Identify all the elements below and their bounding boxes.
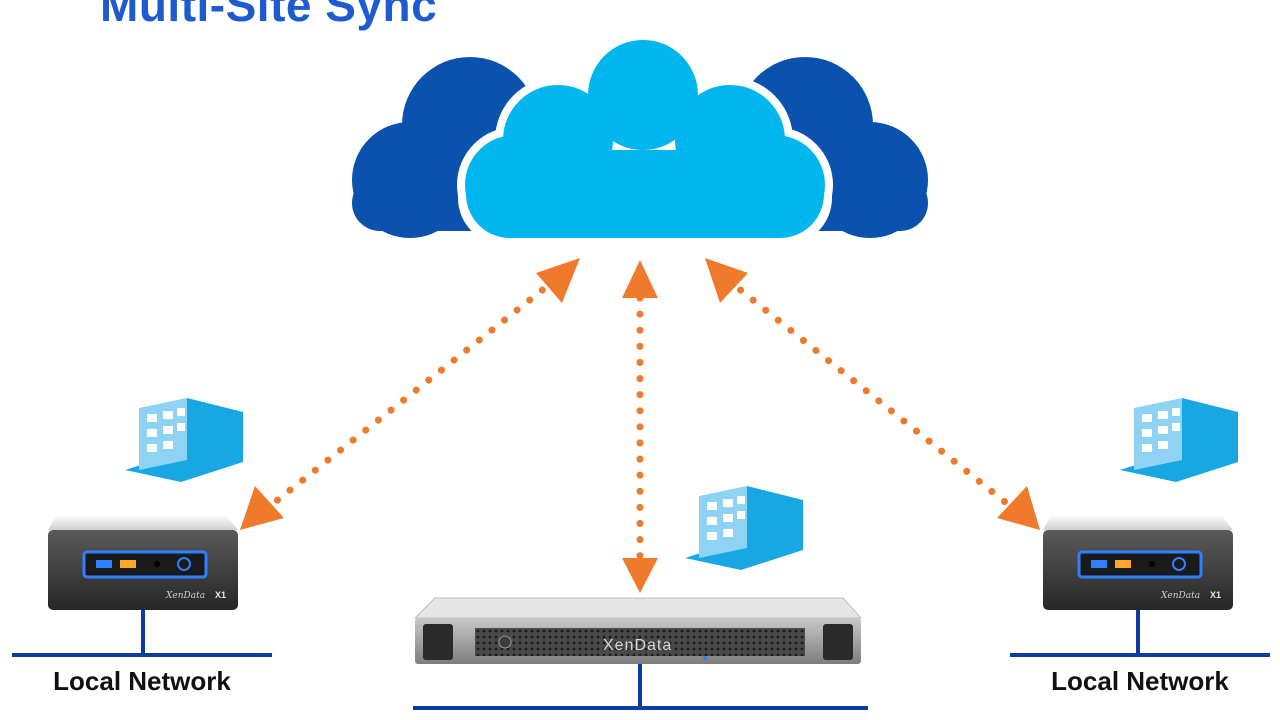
page-title: Multi-Site Sync (100, 0, 438, 31)
appliance-icon: XenData X1 (48, 515, 238, 610)
appliance-brand: XenData (1160, 591, 1200, 601)
building-icon (1120, 398, 1238, 482)
appliance-brand: XenData (165, 591, 205, 601)
network-line-right (1010, 610, 1270, 657)
appliance-model: X1 (215, 590, 226, 600)
building-icon (125, 398, 243, 482)
network-line-center (413, 660, 868, 710)
sync-arrow-center (622, 260, 658, 593)
appliance-model: X1 (1210, 590, 1221, 600)
sync-arrow-left (240, 258, 580, 530)
network-line-left (12, 610, 272, 657)
left-network-label: Local Network (53, 666, 231, 696)
sync-arrow-right (705, 258, 1040, 530)
right-network-label: Local Network (1051, 666, 1229, 696)
building-icon (685, 486, 803, 570)
server-icon: XenData (413, 597, 863, 664)
cloud-icon (352, 32, 928, 245)
appliance-icon: XenData X1 (1043, 515, 1233, 610)
server-brand: XenData (603, 637, 672, 654)
